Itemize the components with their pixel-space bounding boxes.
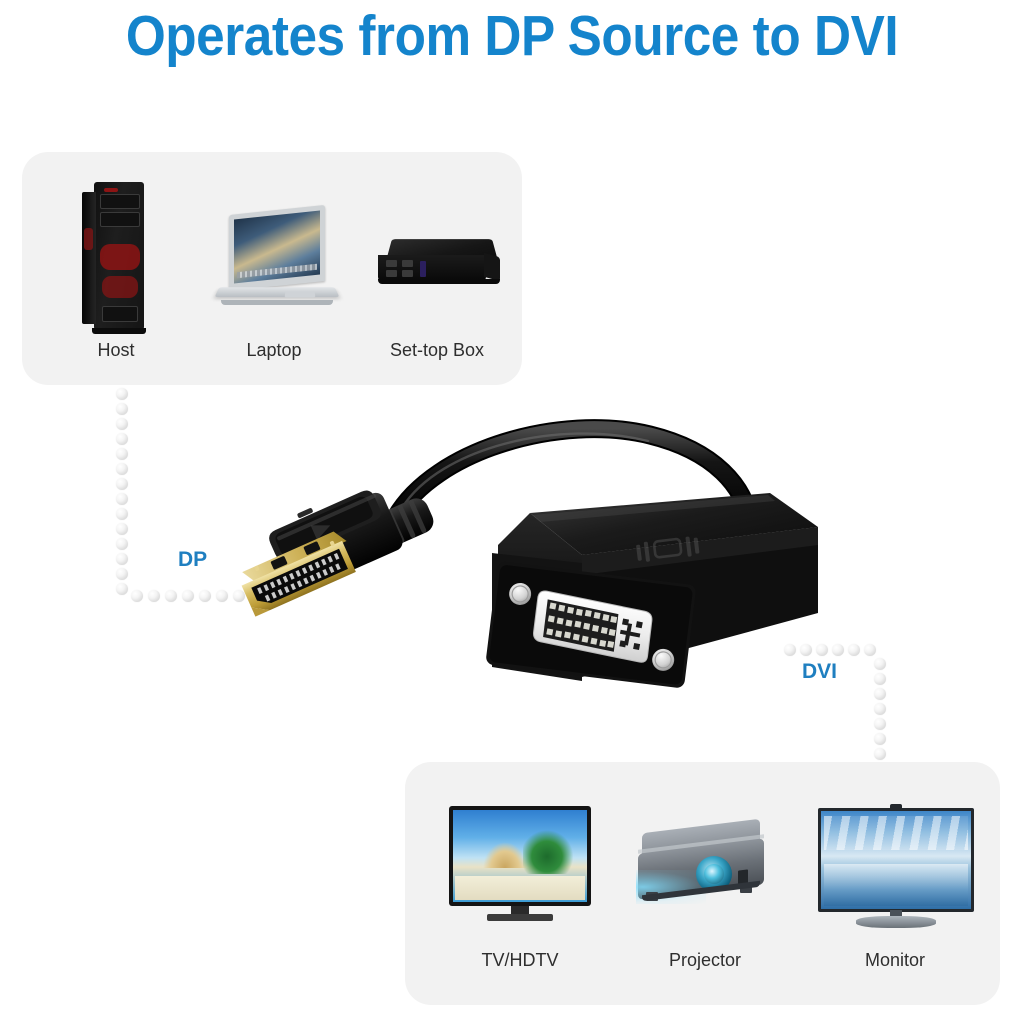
device-label: Projector (668, 950, 742, 970)
device-projector: Projector (610, 762, 800, 1005)
device-laptop: Laptop (189, 152, 359, 385)
device-label: Monitor (864, 950, 926, 970)
dp-port-label: DP (178, 548, 208, 571)
device-label: TV/HDTV (481, 950, 559, 970)
device-tv: TV/HDTV (425, 762, 615, 1005)
device-label: Set-top Box (389, 340, 485, 360)
page-title: Operates from DP Source to DVI (125, 4, 899, 68)
tv-icon (425, 806, 615, 941)
adapter-illustration (241, 419, 818, 688)
set-top-box-icon (352, 227, 522, 322)
displays-panel: TV/HDTV Projector (405, 762, 1000, 1005)
device-monitor: Monitor (800, 762, 990, 1005)
laptop-icon (189, 204, 359, 328)
pc-tower-icon (40, 174, 192, 334)
dvi-port-label: DVI (802, 660, 838, 683)
device-host: Host (40, 152, 192, 385)
device-label: Host (97, 340, 135, 360)
device-label: Laptop (246, 340, 302, 360)
projector-icon (610, 818, 800, 938)
sources-panel: Host Laptop (22, 152, 522, 385)
adapter-top-emboss (636, 536, 700, 562)
device-set-top-box: Set-top Box (352, 152, 522, 385)
dvi-port-insert (533, 590, 653, 663)
dp-to-dvi-adapter (230, 395, 830, 725)
displayport-male-connector (241, 490, 403, 617)
dvi-female-housing (486, 493, 818, 688)
dvi-analog-pins (619, 618, 643, 651)
monitor-icon (800, 804, 990, 944)
